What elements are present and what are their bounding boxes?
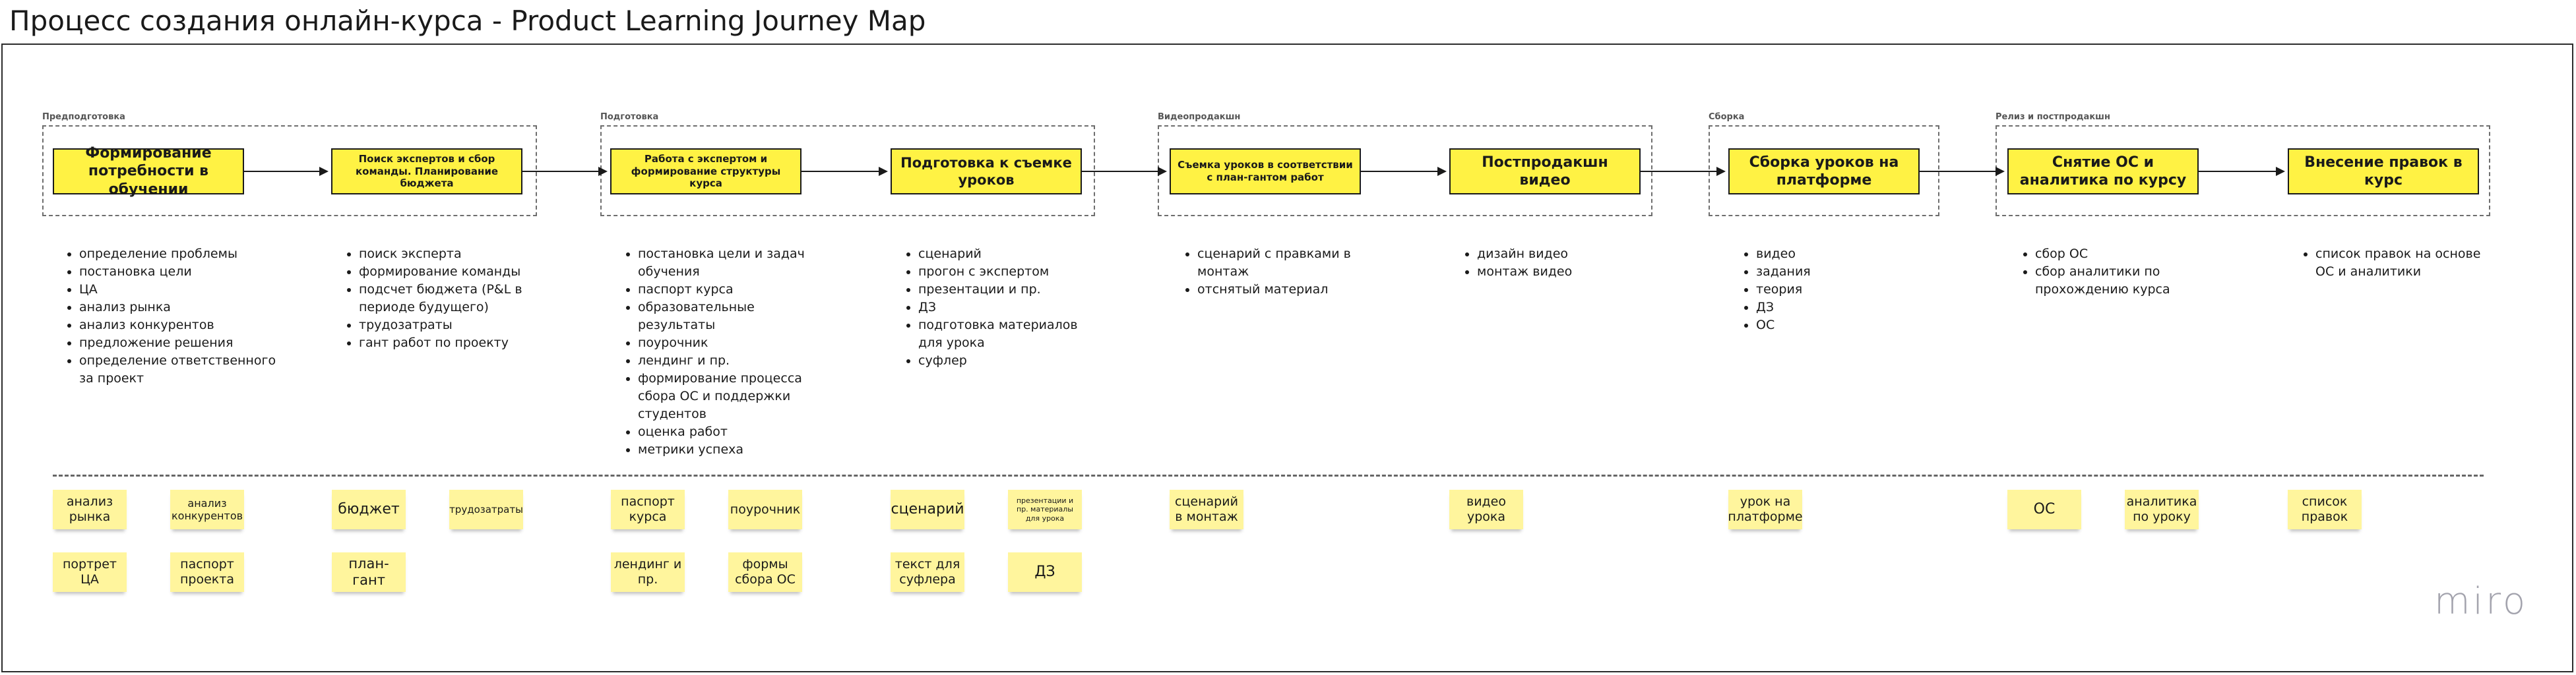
- artifact-sticky[interactable]: текст для суфлера: [891, 552, 964, 592]
- artifact-sticky[interactable]: аналитика по уроку: [2125, 490, 2199, 529]
- artifact-sticky[interactable]: ДЗ: [1008, 552, 1082, 592]
- detail-item: гант работ по проекту: [359, 334, 557, 352]
- connector-arrow: [244, 167, 329, 176]
- detail-item: ДЗ: [1756, 299, 1928, 316]
- detail-item: ОС: [1756, 316, 1928, 334]
- detail-item: формирование процесса сбора ОС и поддерж…: [638, 370, 836, 423]
- miro-logo: miro: [2434, 580, 2529, 623]
- connector-arrow: [801, 167, 888, 176]
- board-title: Процесс создания онлайн-курса - Product …: [9, 5, 926, 37]
- detail-item: трудозатраты: [359, 316, 557, 334]
- detail-item: поиск эксперта: [359, 245, 557, 263]
- detail-item: видео: [1756, 245, 1928, 263]
- artifact-sticky[interactable]: бюджет: [332, 490, 406, 529]
- step-details-list: сценарий с правками в монтаж отснятый ма…: [1180, 245, 1369, 299]
- step-details-list: список правок на основе ОС и аналитики: [2298, 245, 2500, 281]
- artifact-sticky[interactable]: презентации и пр. материалы для урока: [1008, 490, 1082, 529]
- artifact-sticky[interactable]: урок на платформе: [1728, 490, 1803, 529]
- detail-item: ЦА: [79, 281, 277, 299]
- step-card[interactable]: Поиск экспертов и сбор команды. Планиров…: [331, 148, 522, 194]
- detail-item: анализ конкурентов: [79, 316, 277, 334]
- step-card[interactable]: Внесение правок в курс: [2288, 148, 2479, 194]
- artifact-sticky[interactable]: поурочник: [728, 490, 802, 529]
- artifact-sticky[interactable]: сценарий в монтаж: [1170, 490, 1243, 529]
- step-details-list: сценарий прогон с экспертом презентации …: [901, 245, 1090, 370]
- connector-arrow: [522, 167, 608, 176]
- detail-item: теория: [1756, 281, 1928, 299]
- detail-item: монтаж видео: [1477, 263, 1649, 281]
- detail-item: сценарий с правками в монтаж: [1197, 245, 1369, 281]
- artifact-sticky[interactable]: анализ конкурентов: [170, 490, 244, 529]
- detail-item: формирование команды: [359, 263, 557, 281]
- detail-item: сбор ОС: [2035, 245, 2213, 263]
- detail-item: определение ответственного за проект: [79, 352, 277, 388]
- detail-item: список правок на основе ОС и аналитики: [2315, 245, 2500, 281]
- step-details-list: видео задания теория ДЗ ОС: [1739, 245, 1928, 334]
- board-frame[interactable]: [1, 44, 2573, 672]
- step-details-list: сбор ОС сбор аналитики по прохождению ку…: [2018, 245, 2213, 299]
- artifact-sticky[interactable]: план-гант: [332, 552, 406, 592]
- step-card[interactable]: Съемка уроков в соответствии с план-гант…: [1170, 148, 1361, 194]
- step-card[interactable]: Формирование потребности в обучении: [53, 145, 244, 198]
- stage-label: Сборка: [1709, 112, 1745, 122]
- stage-label: Предподготовка: [42, 112, 125, 122]
- detail-item: подготовка материалов для урока: [918, 316, 1090, 352]
- step-details-list: постановка цели и задач обучения паспорт…: [621, 245, 836, 459]
- artifact-sticky[interactable]: видео урока: [1449, 490, 1523, 529]
- artifact-sticky[interactable]: анализ рынка: [53, 490, 127, 529]
- artifact-sticky[interactable]: формы сбора ОС: [728, 552, 802, 592]
- artifact-sticky[interactable]: паспорт проекта: [170, 552, 244, 592]
- detail-item: поурочник: [638, 334, 836, 352]
- detail-item: сбор аналитики по прохождению курса: [2035, 263, 2213, 299]
- artifact-sticky[interactable]: список правок: [2288, 490, 2362, 529]
- step-card[interactable]: Сборка уроков на платформе: [1728, 148, 1920, 194]
- stage-label: Подготовка: [600, 112, 659, 122]
- detail-item: дизайн видео: [1477, 245, 1649, 263]
- artifact-sticky[interactable]: сценарий: [891, 490, 964, 529]
- detail-item: метрики успеха: [638, 441, 836, 459]
- detail-item: сценарий: [918, 245, 1090, 263]
- artifact-sticky[interactable]: ОС: [2007, 490, 2081, 529]
- connector-arrow: [2199, 167, 2285, 176]
- connector-arrow: [1641, 167, 1726, 176]
- detail-item: постановка цели: [79, 263, 277, 281]
- detail-item: ДЗ: [918, 299, 1090, 316]
- step-card[interactable]: Снятие ОС и аналитика по курсу: [2007, 148, 2199, 194]
- connector-arrow: [1082, 167, 1167, 176]
- step-card[interactable]: Работа с экспертом и формирование структ…: [610, 148, 801, 194]
- detail-item: оценка работ: [638, 423, 836, 441]
- detail-item: постановка цели и задач обучения: [638, 245, 836, 281]
- detail-item: суфлер: [918, 352, 1090, 370]
- step-details-list: дизайн видео монтаж видео: [1460, 245, 1649, 281]
- artifact-sticky[interactable]: лендинг и пр.: [611, 552, 685, 592]
- detail-item: прогон с экспертом: [918, 263, 1090, 281]
- detail-item: отснятый материал: [1197, 281, 1369, 299]
- step-details-list: поиск эксперта формирование команды подс…: [342, 245, 557, 352]
- detail-item: лендинг и пр.: [638, 352, 836, 370]
- detail-item: предложение решения: [79, 334, 277, 352]
- stage-label: Релиз и постпродакшн: [1995, 112, 2110, 122]
- artifact-sticky[interactable]: паспорт курса: [611, 490, 685, 529]
- detail-item: анализ рынка: [79, 299, 277, 316]
- detail-item: определение проблемы: [79, 245, 277, 263]
- detail-item: задания: [1756, 263, 1928, 281]
- detail-item: паспорт курса: [638, 281, 836, 299]
- connector-arrow: [1361, 167, 1447, 176]
- artifact-sticky[interactable]: трудозатраты: [449, 490, 523, 529]
- step-details-list: определение проблемы постановка цели ЦА …: [62, 245, 277, 388]
- detail-item: подсчет бюджета (P&L в периоде будущего): [359, 281, 557, 316]
- artifact-sticky[interactable]: портрет ЦА: [53, 552, 127, 592]
- step-card[interactable]: Подготовка к съемке уроков: [891, 148, 1082, 194]
- stage-label: Видеопродакшн: [1158, 112, 1241, 122]
- detail-item: презентации и пр.: [918, 281, 1090, 299]
- step-card[interactable]: Постпродакшн видео: [1449, 148, 1641, 194]
- artifacts-divider: [53, 475, 2484, 477]
- detail-item: образовательные результаты: [638, 299, 836, 334]
- connector-arrow: [1920, 167, 2005, 176]
